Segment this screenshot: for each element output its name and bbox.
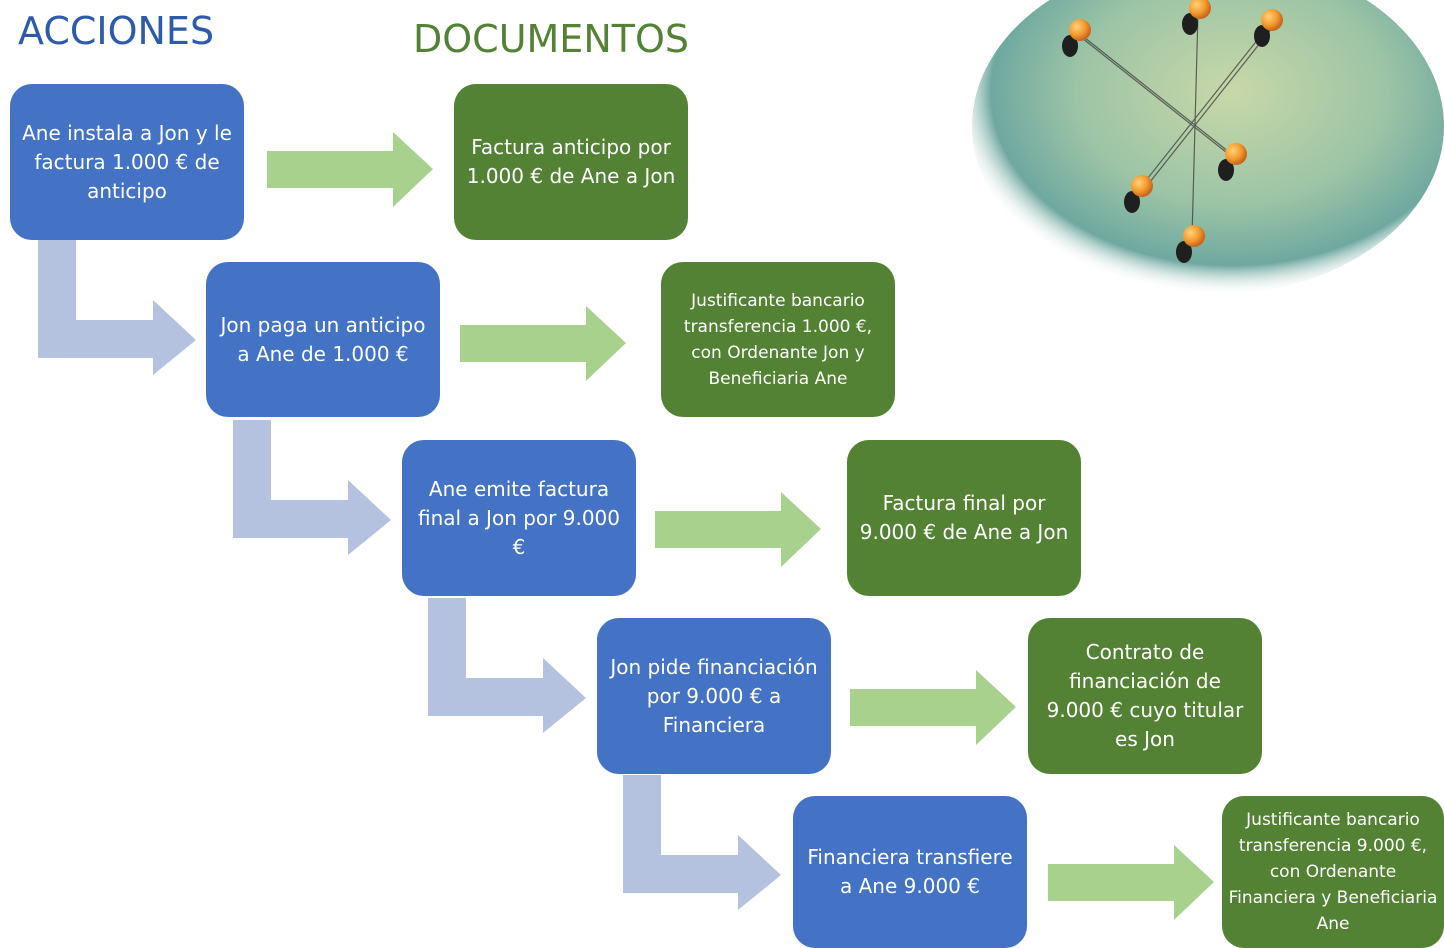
action-box-4: Jon pide financiación por 9.000 € a Fina… [597, 618, 831, 774]
document-text-5: Justificante bancario transferencia 9.00… [1228, 810, 1438, 934]
right-arrow-5 [1048, 845, 1214, 920]
documents-heading: DOCUMENTOS [413, 17, 689, 61]
document-box-3: Factura final por 9.000 € de Ane a Jon [847, 440, 1081, 596]
document-text-4: Contrato de financiación de 9.000 € cuyo… [1046, 640, 1244, 751]
right-arrow-4 [850, 670, 1016, 745]
document-text-2: Justificante bancario transferencia 1.00… [683, 290, 873, 389]
right-arrow-2 [460, 306, 626, 381]
elbow-arrow-1 [38, 240, 196, 375]
elbow-arrow-2 [233, 420, 391, 555]
action-box-1: Ane instala a Jon y le factura 1.000 € d… [10, 84, 244, 240]
right-arrow-1 [267, 132, 433, 207]
action-text-2: Jon paga un anticipo a Ane de 1.000 € [220, 312, 426, 366]
document-box-1: Factura anticipo por 1.000 € de Ane a Jo… [454, 84, 688, 240]
elbow-arrow-3 [428, 598, 586, 733]
action-box-2: Jon paga un anticipo a Ane de 1.000 € [206, 262, 440, 417]
right-arrow-3 [655, 492, 821, 567]
action-box-3: Ane emite factura final a Jon por 9.000 … [402, 440, 636, 596]
elbow-arrow-4 [623, 775, 781, 910]
document-box-4: Contrato de financiación de 9.000 € cuyo… [1028, 618, 1262, 774]
action-text-4: Jon pide financiación por 9.000 € a Fina… [610, 654, 818, 737]
actions-heading: ACCIONES [18, 9, 215, 53]
action-text-3: Ane emite factura final a Jon por 9.000 … [418, 476, 620, 559]
document-box-2: Justificante bancario transferencia 1.00… [661, 262, 895, 417]
action-text-1: Ane instala a Jon y le factura 1.000 € d… [22, 120, 232, 203]
document-box-5: Justificante bancario transferencia 9.00… [1222, 796, 1444, 948]
document-text-1: Factura anticipo por 1.000 € de Ane a Jo… [466, 135, 676, 188]
action-text-5: Financiera transfiere a Ane 9.000 € [807, 845, 1013, 898]
action-box-5: Financiera transfiere a Ane 9.000 € [793, 796, 1027, 948]
pins-and-strings-photo [972, 0, 1444, 294]
document-text-3: Factura final por 9.000 € de Ane a Jon [859, 491, 1069, 544]
